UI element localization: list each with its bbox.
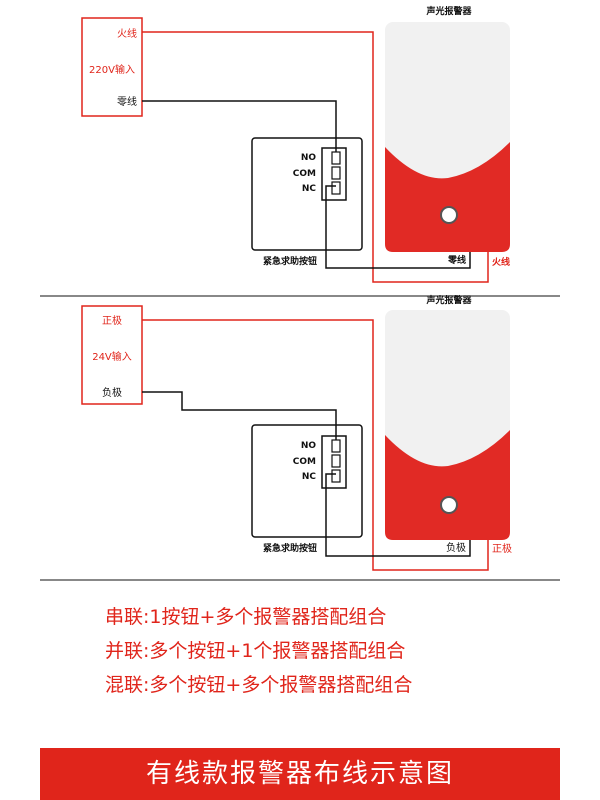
alarm-red-band bbox=[385, 142, 510, 252]
power-source-box bbox=[81, 305, 143, 405]
alarm-live-label: 火线 bbox=[492, 256, 510, 268]
note-head: 并联 bbox=[105, 640, 144, 662]
terminal-no bbox=[331, 151, 341, 165]
button-caption: 紧急求助按钮 bbox=[263, 542, 317, 554]
terminal-block bbox=[321, 147, 347, 201]
alarm-lens bbox=[440, 496, 458, 514]
power-source-box bbox=[81, 17, 143, 117]
terminal-no-label: NO bbox=[301, 153, 317, 163]
bottom-section: 正极 24V输入 负极 声光报警器 NO COM NC 紧急求助按钮 负极 正极 bbox=[81, 294, 512, 571]
voltage-input-label: 220V输入 bbox=[89, 63, 135, 76]
emergency-button-box bbox=[251, 137, 363, 251]
alarm-negative-label: 负极 bbox=[446, 541, 466, 554]
positive-label: 正极 bbox=[102, 314, 122, 327]
note-text: 1按钮+多个报警器搭配组合 bbox=[149, 606, 387, 628]
neutral-wire-label: 零线 bbox=[117, 95, 137, 108]
note-head: 串联 bbox=[105, 606, 144, 628]
note-series: 串联:1按钮+多个报警器搭配组合 bbox=[105, 606, 387, 628]
button-caption: 紧急求助按钮 bbox=[263, 255, 317, 267]
terminal-nc bbox=[331, 469, 341, 483]
negative-label: 负极 bbox=[102, 386, 122, 399]
alarm-red-band bbox=[385, 430, 510, 540]
terminal-com-label: COM bbox=[293, 457, 316, 467]
neutral-wire-to-button bbox=[142, 100, 337, 152]
note-parallel: 并联:多个按钮+1个报警器搭配组合 bbox=[105, 640, 406, 662]
alarm-title: 声光报警器 bbox=[425, 5, 472, 17]
live-wire-label: 火线 bbox=[117, 27, 137, 40]
note-head: 混联 bbox=[105, 674, 144, 696]
terminal-com-label: COM bbox=[293, 169, 316, 179]
terminal-com bbox=[331, 166, 341, 180]
terminal-no-label: NO bbox=[301, 441, 317, 451]
terminal-nc bbox=[331, 181, 341, 195]
note-text: 多个按钮+多个报警器搭配组合 bbox=[149, 674, 413, 696]
alarm-lens bbox=[440, 206, 458, 224]
terminal-no bbox=[331, 439, 341, 453]
alarm-title: 声光报警器 bbox=[425, 294, 472, 306]
terminal-nc-label: NC bbox=[302, 184, 317, 194]
alarm-neutral-label: 零线 bbox=[447, 254, 466, 266]
terminal-nc-label: NC bbox=[302, 472, 317, 482]
note-text: 多个按钮+1个报警器搭配组合 bbox=[149, 640, 406, 662]
terminal-com bbox=[331, 454, 341, 468]
com-wire-to-alarm bbox=[325, 473, 471, 557]
top-section: 火线 220V输入 零线 声光报警器 NO COM NC 紧急求助按钮 零线 火… bbox=[81, 5, 510, 283]
com-wire-to-alarm bbox=[325, 185, 471, 269]
alarm-positive-label: 正极 bbox=[492, 542, 512, 555]
live-wire bbox=[142, 31, 489, 283]
title-banner: 有线款报警器布线示意图 bbox=[40, 748, 560, 800]
note-mixed: 混联:多个按钮+多个报警器搭配组合 bbox=[105, 674, 413, 696]
terminal-block bbox=[321, 435, 347, 489]
connection-notes: 串联:1按钮+多个报警器搭配组合 并联:多个按钮+1个报警器搭配组合 混联:多个… bbox=[105, 600, 565, 702]
positive-wire bbox=[142, 319, 489, 571]
voltage-input-label: 24V输入 bbox=[92, 350, 132, 363]
emergency-button-box bbox=[251, 424, 363, 538]
negative-wire-to-button bbox=[142, 391, 337, 440]
